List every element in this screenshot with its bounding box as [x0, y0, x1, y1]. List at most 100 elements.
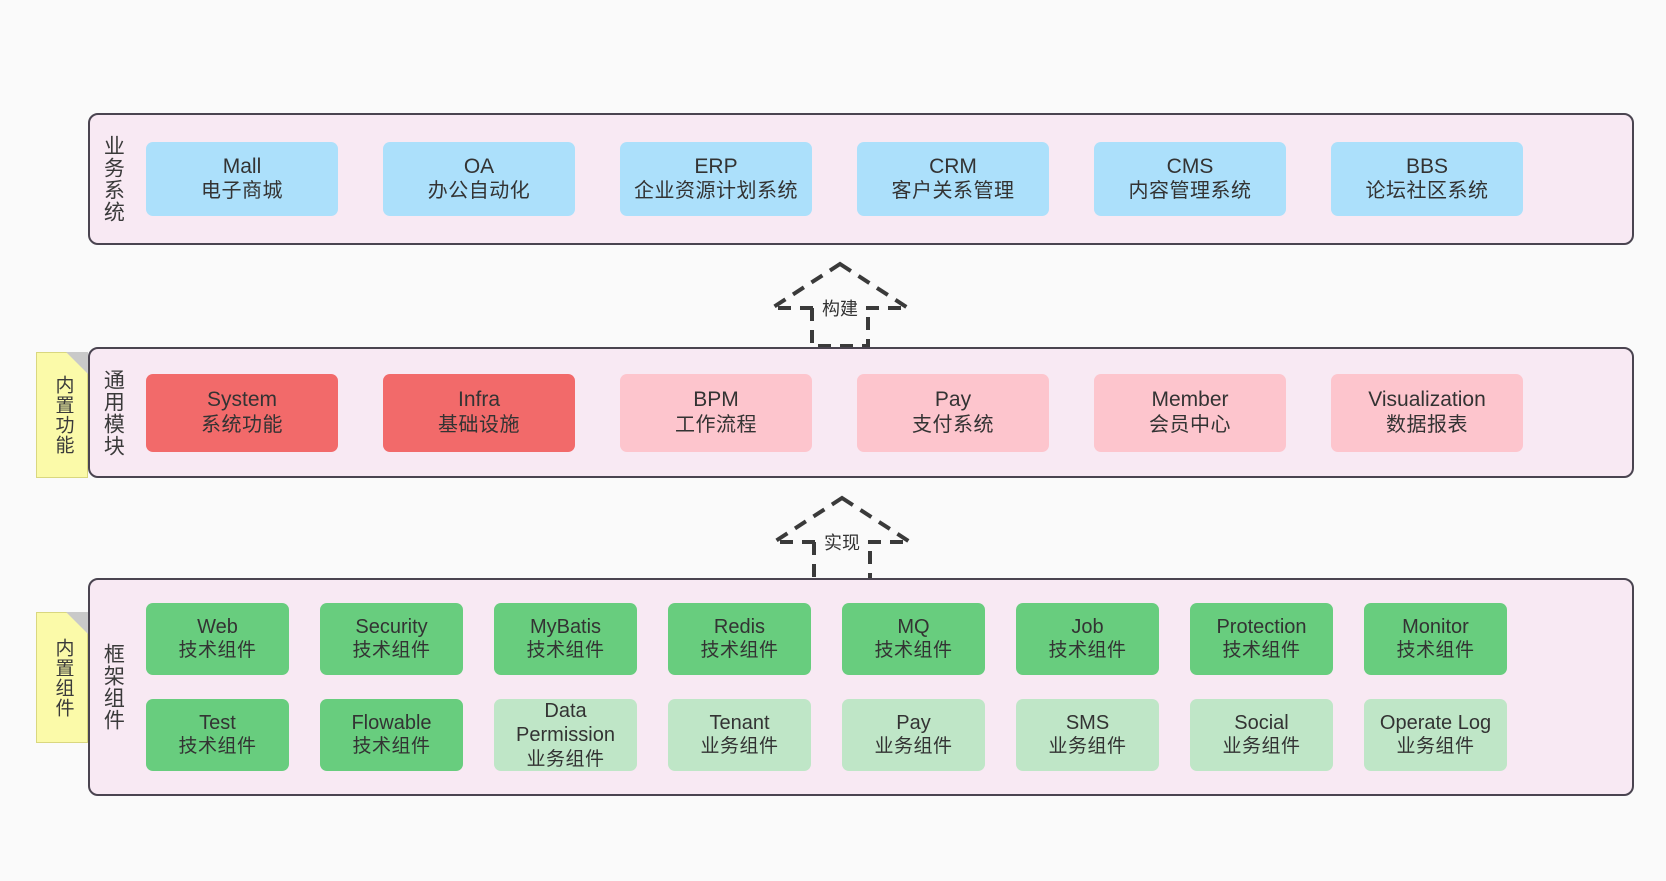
box-row-framework-business: Test 技术组件 Flowable 技术组件 Data Permission …	[138, 699, 1632, 771]
box-row-business: Mall 电子商城 OA 办公自动化 ERP 企业资源计划系统 CRM 客户关系…	[138, 142, 1632, 216]
box-oa-en: OA	[463, 154, 495, 178]
box-crm[interactable]: CRM 客户关系管理	[857, 142, 1049, 216]
box-data-permission[interactable]: Data Permission 业务组件	[494, 699, 637, 771]
box-test-en: Test	[199, 711, 236, 734]
box-cms[interactable]: CMS 内容管理系统	[1094, 142, 1286, 216]
arrow-implement: 实现	[762, 492, 922, 584]
box-test-cn: 技术组件	[178, 736, 257, 758]
box-pay-module[interactable]: Pay 支付系统	[857, 373, 1049, 452]
panel-label-business-systems: 业务系统	[101, 135, 125, 223]
box-web-cn: 技术组件	[178, 640, 257, 662]
box-flowable-en: Flowable	[351, 711, 432, 734]
note-builtin-functions[interactable]: 内置功能	[36, 352, 88, 478]
box-test[interactable]: Test 技术组件	[146, 699, 289, 771]
box-erp-cn: 企业资源计划系统	[634, 180, 798, 203]
box-tenant-en: Tenant	[709, 711, 770, 734]
box-system-en: System	[206, 388, 277, 412]
box-web-en: Web	[197, 615, 238, 638]
box-visualization-en: Visualization	[1368, 388, 1486, 412]
box-web[interactable]: Web 技术组件	[146, 603, 289, 675]
arrow-build-label: 构建	[819, 295, 861, 321]
box-system[interactable]: System 系统功能	[146, 373, 338, 452]
panel-body-business-systems: Mall 电子商城 OA 办公自动化 ERP 企业资源计划系统 CRM 客户关系…	[134, 115, 1632, 243]
box-erp[interactable]: ERP 企业资源计划系统	[620, 142, 812, 216]
box-tenant[interactable]: Tenant 业务组件	[668, 699, 811, 771]
box-sms-cn: 业务组件	[1048, 736, 1127, 758]
box-erp-en: ERP	[694, 154, 738, 178]
box-cms-en: CMS	[1166, 154, 1214, 178]
box-infra[interactable]: Infra 基础设施	[383, 373, 575, 452]
box-member-cn: 会员中心	[1149, 413, 1231, 436]
box-system-cn: 系统功能	[201, 413, 283, 436]
note-builtin-components[interactable]: 内置组件	[36, 612, 88, 743]
box-infra-en: Infra	[457, 388, 501, 412]
box-pay-component[interactable]: Pay 业务组件	[842, 699, 985, 771]
box-bpm[interactable]: BPM 工作流程	[620, 373, 812, 452]
box-mybatis-cn: 技术组件	[526, 640, 605, 662]
box-social-cn: 业务组件	[1222, 736, 1301, 758]
panel-common-modules: 通用模块 System 系统功能 Infra 基础设施 BPM 工作流程 Pay	[88, 347, 1634, 478]
box-operate-log-en: Operate Log	[1379, 711, 1492, 734]
box-cms-cn: 内容管理系统	[1128, 180, 1252, 203]
box-monitor-cn: 技术组件	[1396, 640, 1475, 662]
box-sms-en: SMS	[1065, 711, 1110, 734]
box-mall-cn: 电子商城	[201, 180, 283, 203]
box-member-en: Member	[1151, 388, 1229, 412]
box-pay-module-en: Pay	[934, 388, 972, 412]
box-data-permission-en: Data Permission	[516, 699, 615, 747]
panel-label-framework-components: 框架组件	[101, 643, 125, 731]
box-pay-module-cn: 支付系统	[912, 413, 994, 436]
box-redis-en: Redis	[713, 615, 766, 638]
box-mq-en: MQ	[897, 615, 930, 638]
arrow-build: 构建	[760, 258, 920, 350]
box-security[interactable]: Security 技术组件	[320, 603, 463, 675]
box-social[interactable]: Social 业务组件	[1190, 699, 1333, 771]
box-oa-cn: 办公自动化	[427, 180, 531, 203]
box-member[interactable]: Member 会员中心	[1094, 373, 1286, 452]
box-job-cn: 技术组件	[1048, 640, 1127, 662]
panel-body-framework-components: Web 技术组件 Security 技术组件 MyBatis 技术组件 Redi…	[134, 580, 1632, 794]
box-flowable-cn: 技术组件	[352, 736, 431, 758]
box-mq-cn: 技术组件	[874, 640, 953, 662]
box-bbs-cn: 论坛社区系统	[1365, 180, 1489, 203]
box-visualization-cn: 数据报表	[1386, 413, 1468, 436]
box-tenant-cn: 业务组件	[700, 736, 779, 758]
box-protection-en: Protection	[1216, 615, 1307, 638]
box-security-cn: 技术组件	[352, 640, 431, 662]
box-oa[interactable]: OA 办公自动化	[383, 142, 575, 216]
box-crm-cn: 客户关系管理	[891, 180, 1015, 203]
box-mybatis[interactable]: MyBatis 技术组件	[494, 603, 637, 675]
panel-label-common-modules: 通用模块	[101, 368, 125, 457]
arrow-implement-label: 实现	[821, 529, 863, 555]
box-job[interactable]: Job 技术组件	[1016, 603, 1159, 675]
box-protection-cn: 技术组件	[1222, 640, 1301, 662]
box-bbs-en: BBS	[1405, 154, 1449, 178]
box-monitor-en: Monitor	[1402, 615, 1469, 638]
box-visualization[interactable]: Visualization 数据报表	[1331, 373, 1523, 452]
box-data-permission-cn: 业务组件	[526, 748, 605, 770]
box-bpm-en: BPM	[693, 388, 739, 412]
box-mall[interactable]: Mall 电子商城	[146, 142, 338, 216]
box-flowable[interactable]: Flowable 技术组件	[320, 699, 463, 771]
box-crm-en: CRM	[929, 154, 977, 178]
box-mybatis-en: MyBatis	[529, 615, 602, 638]
box-pay-component-en: Pay	[896, 711, 931, 734]
box-redis[interactable]: Redis 技术组件	[668, 603, 811, 675]
box-job-en: Job	[1071, 615, 1104, 638]
box-protection[interactable]: Protection 技术组件	[1190, 603, 1333, 675]
box-redis-cn: 技术组件	[700, 640, 779, 662]
box-row-modules: System 系统功能 Infra 基础设施 BPM 工作流程 Pay 支付系统…	[138, 373, 1632, 452]
box-security-en: Security	[355, 615, 428, 638]
box-mq[interactable]: MQ 技术组件	[842, 603, 985, 675]
box-monitor[interactable]: Monitor 技术组件	[1364, 603, 1507, 675]
box-infra-cn: 基础设施	[438, 413, 520, 436]
box-sms[interactable]: SMS 业务组件	[1016, 699, 1159, 771]
box-social-en: Social	[1234, 711, 1289, 734]
panel-business-systems: 业务系统 Mall 电子商城 OA 办公自动化 ERP 企业资源计划系统 CRM	[88, 113, 1634, 245]
box-bbs[interactable]: BBS 论坛社区系统	[1331, 142, 1523, 216]
box-operate-log[interactable]: Operate Log 业务组件	[1364, 699, 1507, 771]
box-operate-log-cn: 业务组件	[1396, 736, 1475, 758]
panel-body-common-modules: System 系统功能 Infra 基础设施 BPM 工作流程 Pay 支付系统…	[134, 349, 1632, 476]
panel-framework-components: 框架组件 Web 技术组件 Security 技术组件 MyBatis 技术组件…	[88, 578, 1634, 796]
